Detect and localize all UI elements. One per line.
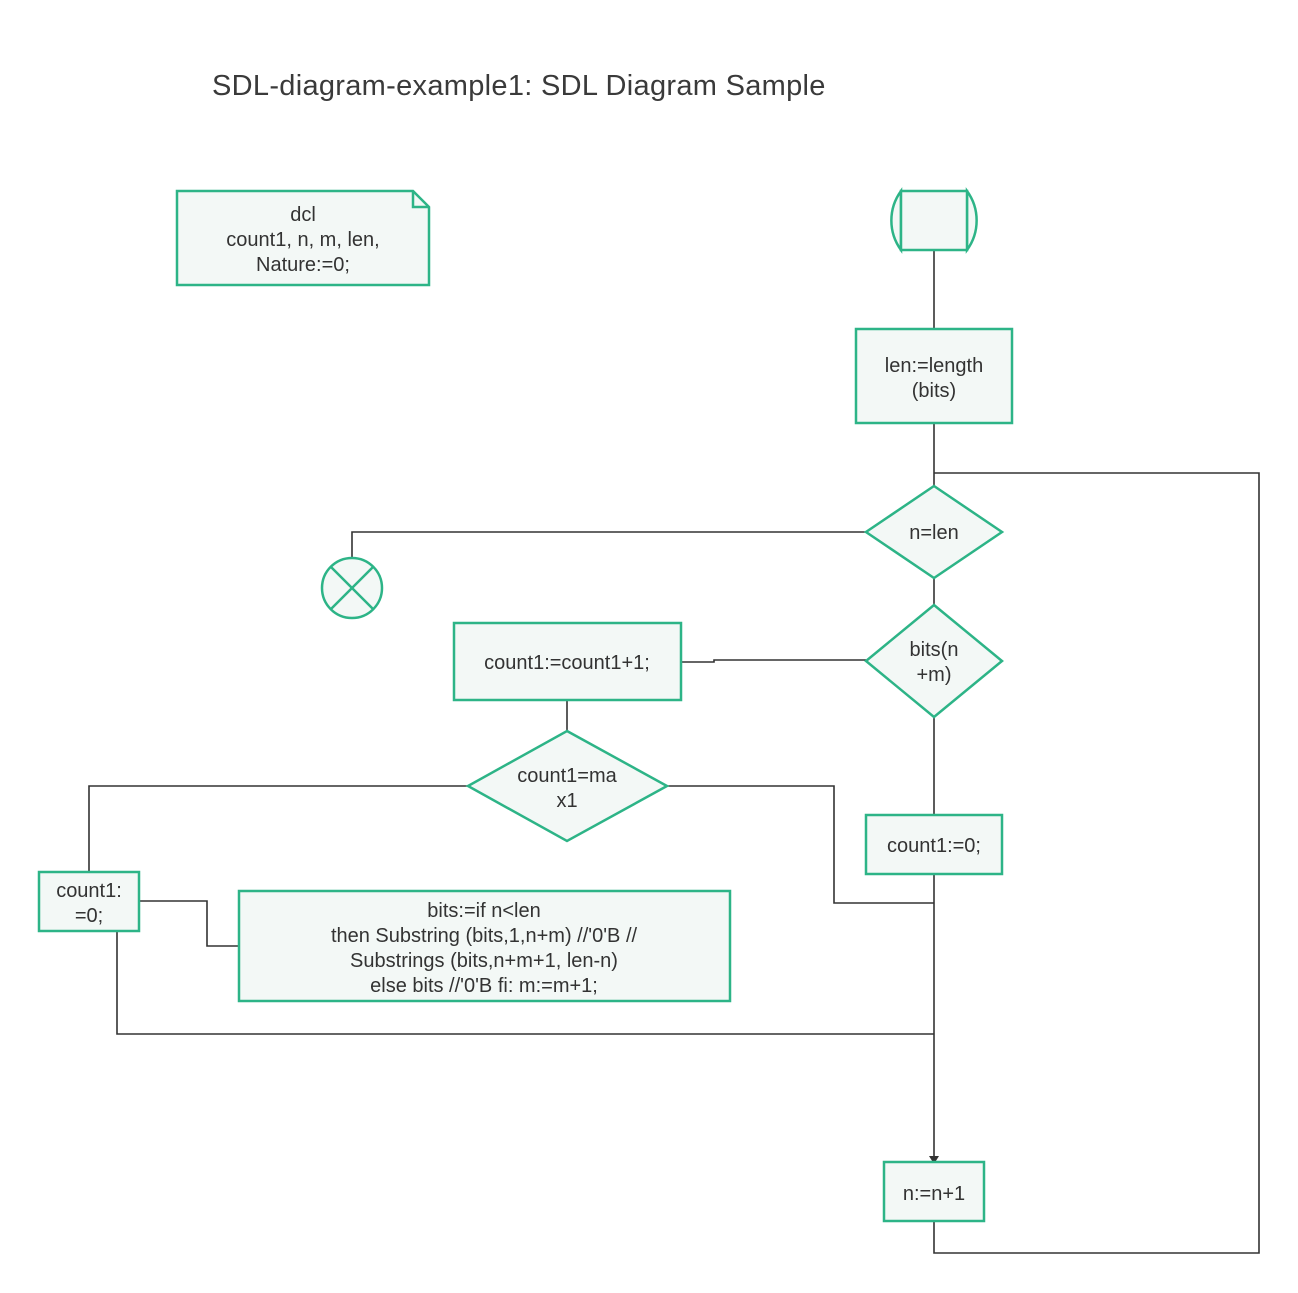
decision-n-len-label: n=len xyxy=(909,522,959,544)
connector-loop-back xyxy=(933,472,1260,1254)
n-increment-label: n:=n+1 xyxy=(903,1183,965,1205)
connector-left-reset-to-merge xyxy=(116,931,934,1035)
connector-bits-to-increment xyxy=(682,659,866,663)
connectors xyxy=(88,250,1260,1254)
count-increment-label: count1:=count1+1; xyxy=(484,652,650,674)
decision-count-max-label: count1=ma xyxy=(517,765,617,787)
bits-task-line: bits:=if n<len xyxy=(427,900,540,922)
decision-bits-label: bits(n xyxy=(910,639,959,661)
count-reset-right-label: count1:=0; xyxy=(887,835,981,857)
count-reset-left-label: =0; xyxy=(75,905,103,927)
bits-task-line: then Substring (bits,1,n+m) //'0'B // xyxy=(331,925,638,947)
decision-count-max-label: x1 xyxy=(556,790,577,812)
diagram-title: SDL-diagram-example1: SDL Diagram Sample xyxy=(212,70,826,102)
decision-bits-label: +m) xyxy=(917,664,952,686)
n-increment-box[interactable]: n:=n+1 xyxy=(882,1160,986,1223)
count-reset-left-label: count1: xyxy=(56,880,122,902)
bits-task-box[interactable]: bits:=if n<len then Substring (bits,1,n+… xyxy=(237,889,732,1003)
connector-decision-to-left-reset xyxy=(88,785,468,872)
len-task-line: len:=length xyxy=(885,355,983,377)
connector-decision-to-merge xyxy=(667,785,934,904)
count-reset-right-box[interactable]: count1:=0; xyxy=(864,813,1004,876)
len-task-line: (bits) xyxy=(912,380,956,402)
count-reset-left-box[interactable]: count1: =0; xyxy=(37,870,141,933)
connector-n-len-to-stop xyxy=(351,531,866,558)
decision-bits[interactable]: bits(n +m) xyxy=(864,603,1004,719)
bits-task-line: Substrings (bits,n+m+1, len-n) xyxy=(350,950,618,972)
decision-count-max[interactable]: count1=ma x1 xyxy=(465,729,670,843)
len-task-box[interactable]: len:=length (bits) xyxy=(854,327,1014,425)
bits-task-line: else bits //'0'B fi: m:=m+1; xyxy=(370,975,598,997)
declaration-line: dcl xyxy=(290,204,316,226)
stop-symbol[interactable] xyxy=(320,556,384,620)
count-increment-box[interactable]: count1:=count1+1; xyxy=(452,621,683,702)
declaration-line: Nature:=0; xyxy=(256,254,350,276)
decision-n-len[interactable]: n=len xyxy=(863,484,1005,580)
declaration-line: count1, n, m, len, xyxy=(226,229,379,251)
start-symbol[interactable] xyxy=(890,187,978,254)
declaration-note[interactable]: dcl count1, n, m, len, Nature:=0; xyxy=(175,189,431,287)
connector-left-reset-to-bits-task xyxy=(140,900,239,947)
arrow-head xyxy=(929,1156,939,1164)
